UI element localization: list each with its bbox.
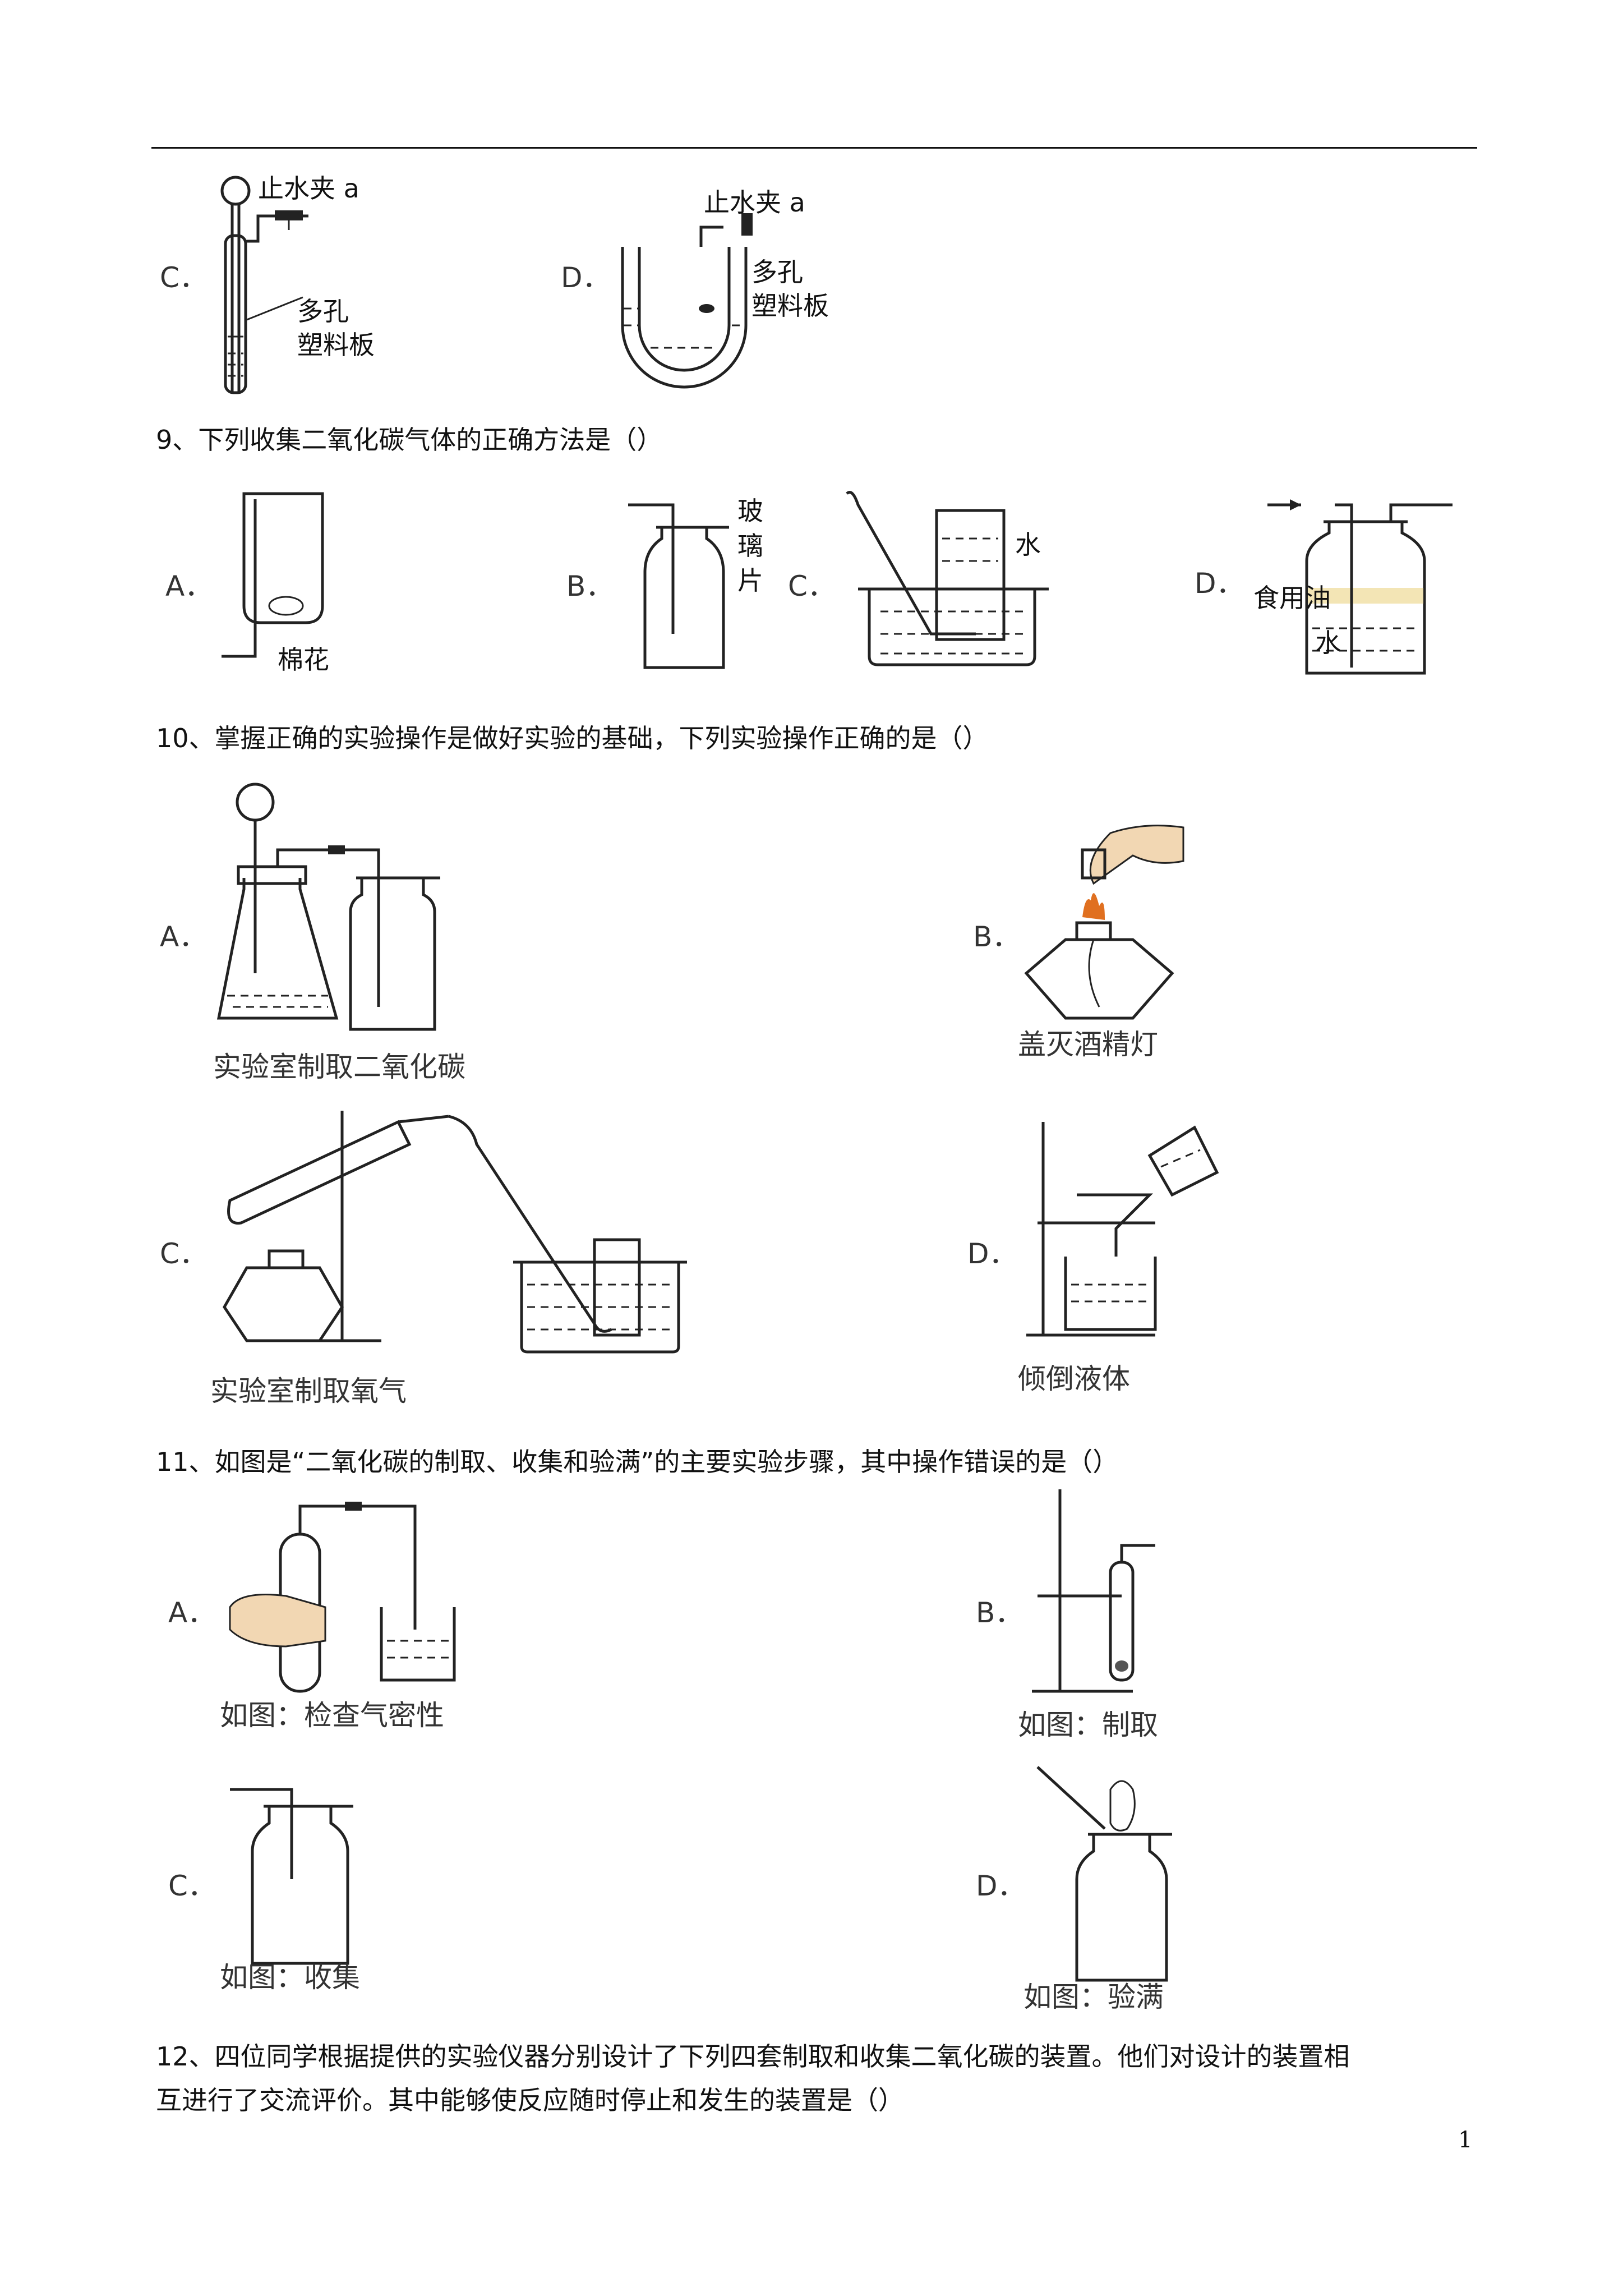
q11-b-caption: 如图：制取	[1018, 1709, 1158, 1741]
q9-b-apparatus	[628, 503, 729, 669]
q11-c-caption: 如图：收集	[220, 1961, 360, 1994]
q10-option-c-letter: C．	[160, 1237, 208, 1270]
q11-option-c-letter: C．	[168, 1870, 216, 1902]
q9-c-apparatus	[846, 491, 1049, 666]
q9-d-apparatus	[1267, 499, 1453, 675]
q10-b-apparatus	[1024, 825, 1184, 1020]
q8-c-plate-label: 多孔 塑料板	[297, 296, 375, 360]
q10-c-apparatus	[223, 1111, 687, 1354]
q11-d-caption: 如图：验满	[1023, 1981, 1164, 2013]
q8-d-valve-label: 止水夹 a	[704, 187, 805, 218]
q10-option-a-letter: A．	[160, 921, 208, 953]
q9-option-a-letter: A．	[165, 570, 213, 602]
q9-a-apparatus	[222, 492, 324, 658]
q9-text: 9、下列收集二氧化碳气体的正确方法是（）	[156, 425, 663, 455]
q10-c-caption: 实验室制取氧气	[210, 1375, 407, 1407]
q10-option-b-letter: B．	[973, 921, 1021, 953]
q8-option-d-letter: D．	[561, 261, 611, 294]
q11-b-apparatus	[1032, 1489, 1155, 1693]
q8-d-plate-label: 多孔 塑料板	[751, 257, 829, 321]
q8-c-apparatus	[220, 176, 308, 394]
q10-text: 10、掌握正确的实验操作是做好实验的基础，下列实验操作正确的是（）	[156, 723, 989, 753]
q9-a-label: 棉花	[278, 645, 329, 675]
q8-c-valve-label: 止水夹 a	[258, 173, 359, 204]
q11-option-d-letter: D．	[976, 1870, 1026, 1902]
q11-option-b-letter: B．	[976, 1596, 1023, 1629]
q9-c-label: 水	[1015, 530, 1041, 560]
q11-option-a-letter: A．	[168, 1596, 216, 1629]
q9-option-b-letter: B．	[566, 570, 614, 602]
q10-a-apparatus	[216, 783, 440, 1031]
q10-b-caption: 盖灭酒精灯	[1018, 1028, 1158, 1061]
q9-d-water-label: 水	[1315, 628, 1341, 658]
q11-a-apparatus	[229, 1502, 456, 1693]
page-number: 1	[1458, 2127, 1473, 2153]
q10-a-caption: 实验室制取二氧化碳	[213, 1051, 465, 1083]
q11-d-apparatus	[1036, 1766, 1172, 1982]
q9-option-c-letter: C．	[788, 570, 836, 602]
q10-option-d-letter: D．	[967, 1237, 1017, 1270]
q8-d-apparatus	[621, 213, 753, 389]
q9-d-oil-label: 食用油	[1253, 583, 1331, 613]
q8-option-c-letter: C．	[160, 261, 208, 294]
q9-option-d-letter: D．	[1195, 567, 1244, 600]
q9-b-label: 玻 璃 片	[737, 496, 763, 596]
header-rule	[151, 147, 1477, 149]
q11-a-caption: 如图：检查气密性	[220, 1699, 444, 1732]
q10-d-apparatus	[1026, 1122, 1219, 1337]
q11-text: 11、如图是“二氧化碳的制取、收集和验满”的主要实验步骤，其中操作错误的是（）	[156, 1447, 1119, 1477]
q12-text-line2: 互进行了交流评价。其中能够使反应随时停止和发生的装置是（）	[156, 2085, 904, 2115]
q10-d-caption: 倾倒液体	[1018, 1363, 1130, 1395]
q12-text-line1: 12、四位同学根据提供的实验仪器分别设计了下列四套制取和收集二氧化碳的装置。他们…	[156, 2041, 1350, 2072]
q11-c-apparatus	[230, 1788, 353, 1965]
